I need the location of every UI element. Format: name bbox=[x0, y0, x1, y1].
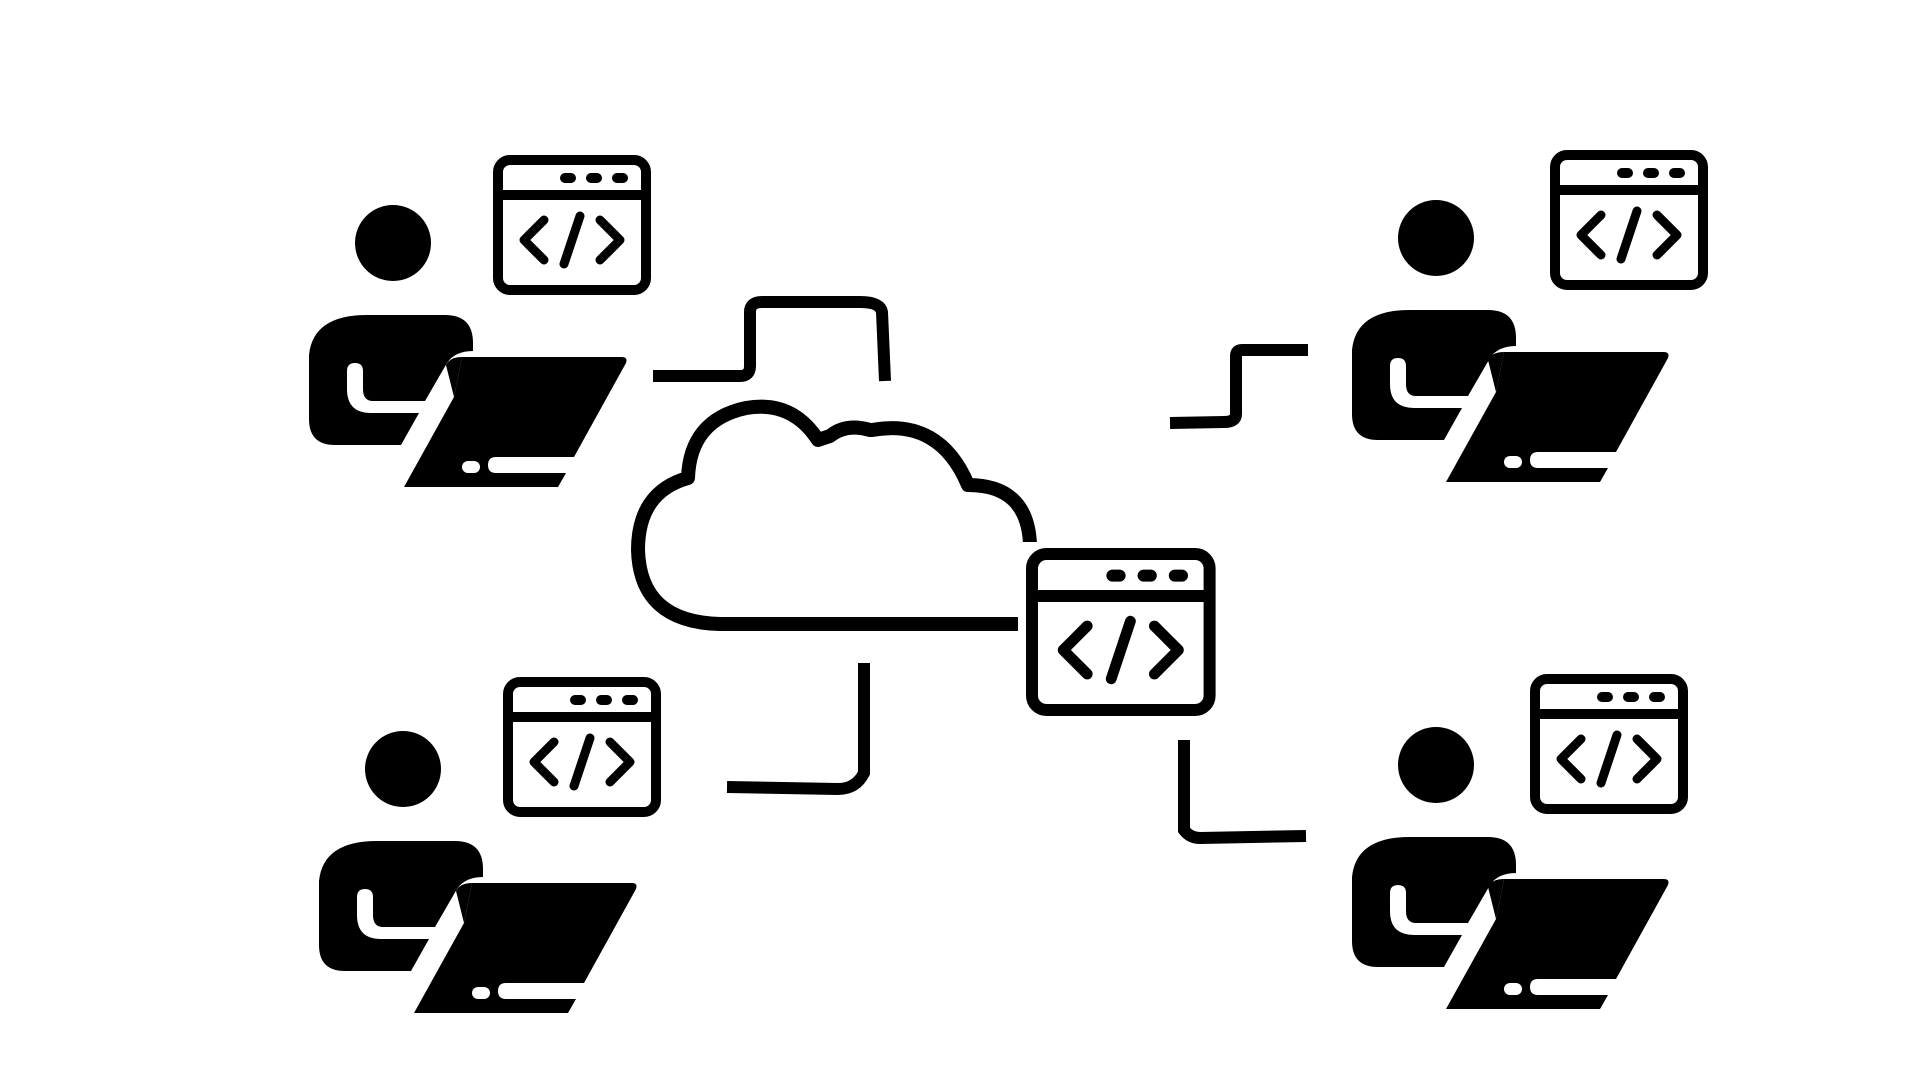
code-window-icon bbox=[508, 682, 656, 812]
connection-lines bbox=[653, 296, 1308, 845]
code-window-icon bbox=[1535, 679, 1683, 809]
code-window-icon bbox=[498, 160, 646, 290]
cloud-icon bbox=[631, 399, 1037, 631]
connection-bottom-left bbox=[726, 663, 870, 796]
code-window-icon bbox=[1555, 155, 1703, 285]
developer-top-left bbox=[309, 160, 646, 487]
connection-top-right bbox=[1169, 344, 1308, 429]
connection-top-left bbox=[653, 296, 891, 382]
connection-bottom-right bbox=[1178, 740, 1307, 845]
developer-bottom-right bbox=[1352, 679, 1683, 1009]
developer-bottom-left bbox=[319, 682, 656, 1013]
cloud-hub bbox=[631, 399, 1210, 710]
developer-top-right bbox=[1352, 155, 1703, 482]
